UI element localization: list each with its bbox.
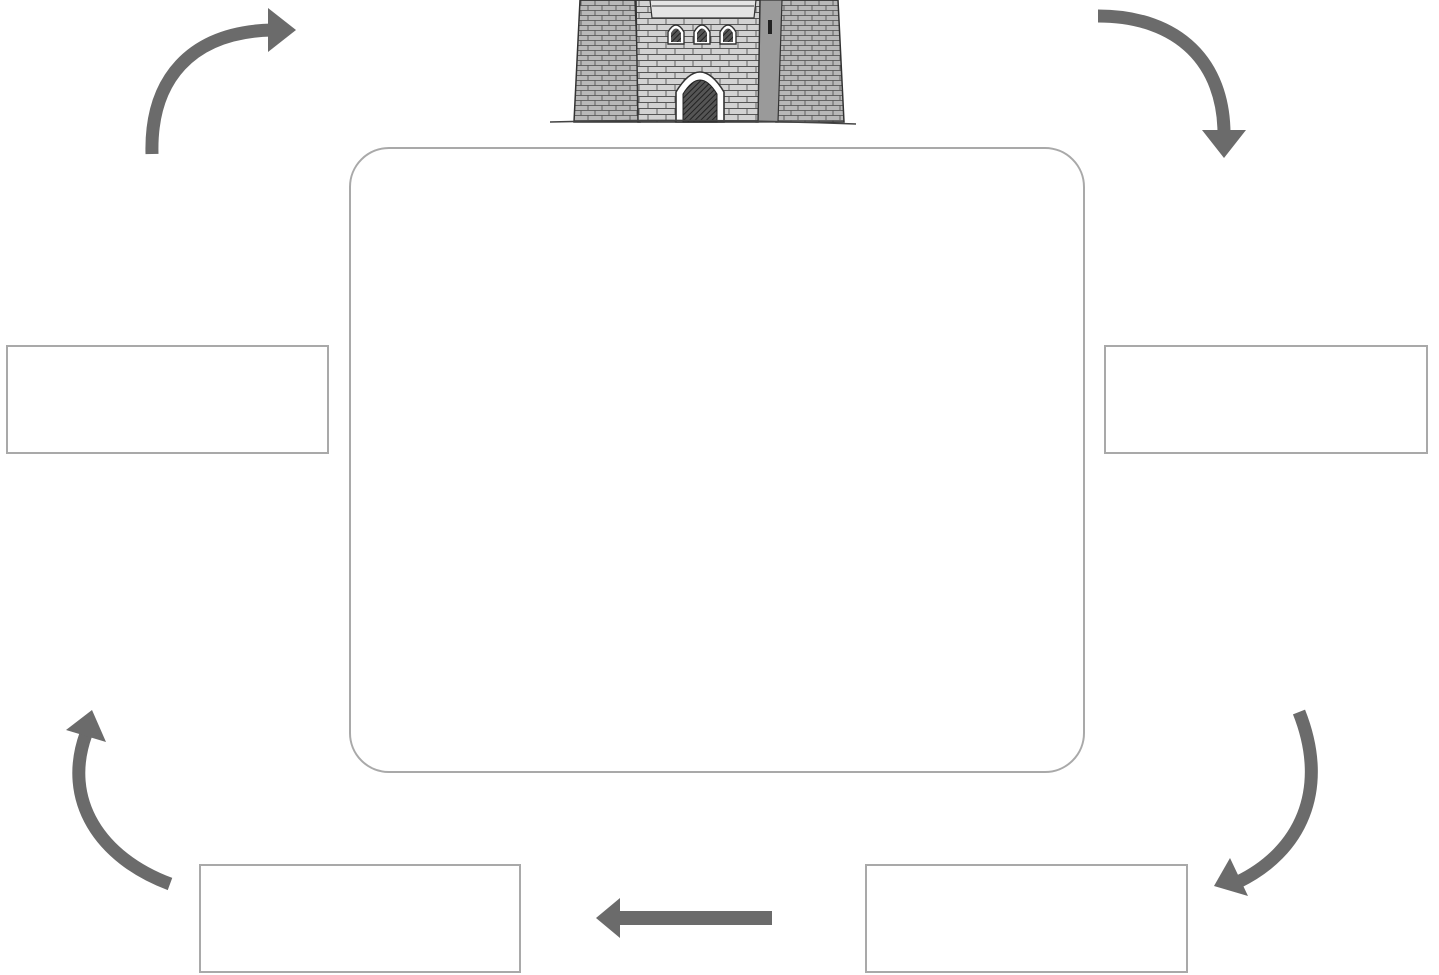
bottom-right-box[interactable] <box>865 864 1188 973</box>
arrow-top-left <box>152 8 296 154</box>
arrow-top-right <box>1098 16 1246 158</box>
center-box[interactable] <box>349 147 1085 773</box>
bottom-left-box[interactable] <box>199 864 521 973</box>
arrow-bottom-center <box>596 898 772 938</box>
arrow-bottom-left <box>66 710 170 884</box>
left-box[interactable] <box>6 345 329 454</box>
arrow-bottom-right <box>1214 712 1311 896</box>
right-box[interactable] <box>1104 345 1428 454</box>
castle-icon <box>550 0 856 124</box>
